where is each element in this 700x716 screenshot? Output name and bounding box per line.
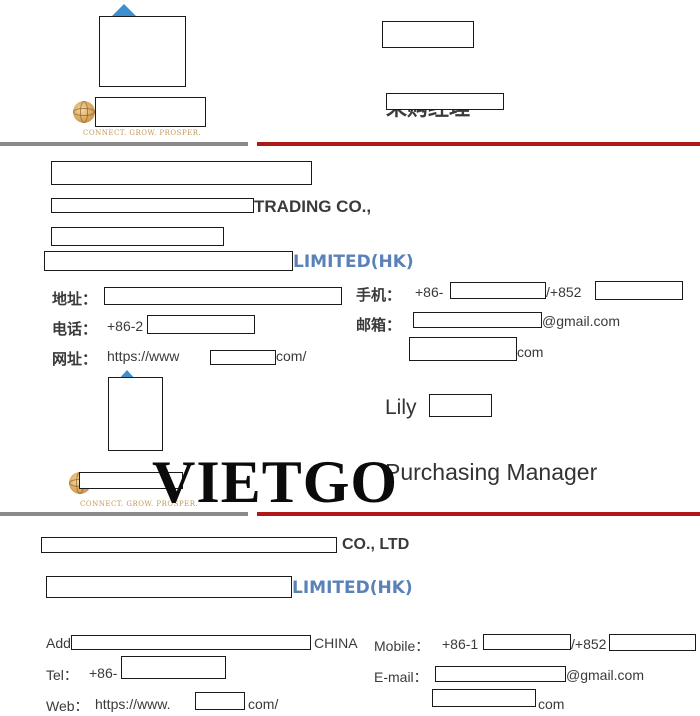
redaction-mobile-hk: [595, 281, 683, 300]
redaction-phone: [147, 315, 255, 334]
redaction-mobile-hk: [609, 634, 696, 651]
watermark-text: VIETGO: [152, 449, 399, 515]
address-suffix: CHINA: [314, 635, 358, 651]
logo-mark-icon: [112, 4, 136, 16]
redaction-address: [71, 635, 311, 650]
redaction-company-line3: [44, 251, 293, 271]
redaction-title: [386, 93, 504, 110]
redaction-email: [435, 666, 566, 682]
company-line2-suffix: LIMITED(HK): [292, 578, 413, 598]
company-line1-suffix: CO., LTD: [342, 536, 410, 553]
email-suffix: @gmail.com: [542, 313, 621, 329]
redaction-email: [413, 312, 542, 328]
mobile-label: 手机：: [356, 286, 402, 304]
divider-gray: [0, 512, 248, 516]
email-suffix: @gmail.com: [566, 667, 645, 683]
redaction-email2: [409, 337, 517, 361]
address-label: 地址：: [52, 290, 98, 308]
divider-red: [257, 142, 700, 146]
job-title: Purchasing Manager: [385, 459, 598, 485]
redaction-name: [429, 394, 492, 417]
web-label: 网址：: [52, 350, 98, 368]
web-label: Web：: [46, 698, 89, 714]
logo-tagline: CONNECT. GROW. PROSPER.: [83, 129, 202, 137]
divider-gray: [0, 142, 248, 146]
redaction-company-cn: [51, 161, 312, 185]
phone-label: 电话：: [52, 320, 98, 338]
redaction-logo-text: [79, 472, 183, 489]
redaction-web: [210, 350, 276, 365]
tel-label: Tel：: [46, 667, 78, 683]
redaction-tel: [121, 656, 226, 679]
redaction-logo: [99, 16, 186, 87]
redaction-mobile: [483, 634, 571, 650]
globe-logo-icon: [73, 101, 95, 123]
mobile-hk: /+852: [571, 636, 607, 652]
redaction-company-line1: [41, 537, 337, 553]
email-label: 邮箱：: [356, 316, 402, 334]
email2-suffix: com: [538, 696, 565, 712]
redaction-logo-text: [95, 97, 206, 127]
mobile-hk: /+852: [546, 284, 582, 300]
redaction-mobile: [450, 282, 546, 299]
web-suffix: com/: [248, 696, 279, 712]
redaction-logo: [108, 377, 163, 451]
redaction-name: [382, 21, 474, 48]
web-suffix: com/: [276, 348, 307, 364]
web-prefix: https://www.: [95, 696, 171, 712]
redaction-address: [104, 287, 342, 305]
logo-tagline: CONNECT. GROW. PROSPER.: [80, 500, 199, 508]
company-line2-suffix: LIMITED(HK): [293, 252, 414, 272]
divider-red: [257, 512, 700, 516]
email-label: E-mail：: [374, 669, 428, 685]
web-prefix: https://www: [107, 348, 180, 364]
tel-value: +86-: [89, 665, 118, 681]
redaction-company-line2: [51, 227, 224, 246]
redaction-company-line2: [46, 576, 292, 598]
mobile-label: Mobile：: [374, 638, 430, 654]
logo-mark-icon: [118, 370, 136, 380]
address-label: Add: [46, 635, 71, 651]
mobile-prefix: +86-: [415, 284, 444, 300]
redaction-company-line1: [51, 198, 254, 213]
company-line1-suffix: TRADING CO.,: [254, 197, 372, 216]
redaction-web: [195, 692, 245, 710]
person-name: Lily: [385, 396, 417, 419]
mobile-prefix: +86-1: [442, 636, 479, 652]
phone-value: +86-2: [107, 318, 144, 334]
email2-suffix: com: [517, 344, 544, 360]
redaction-email2: [432, 689, 536, 707]
